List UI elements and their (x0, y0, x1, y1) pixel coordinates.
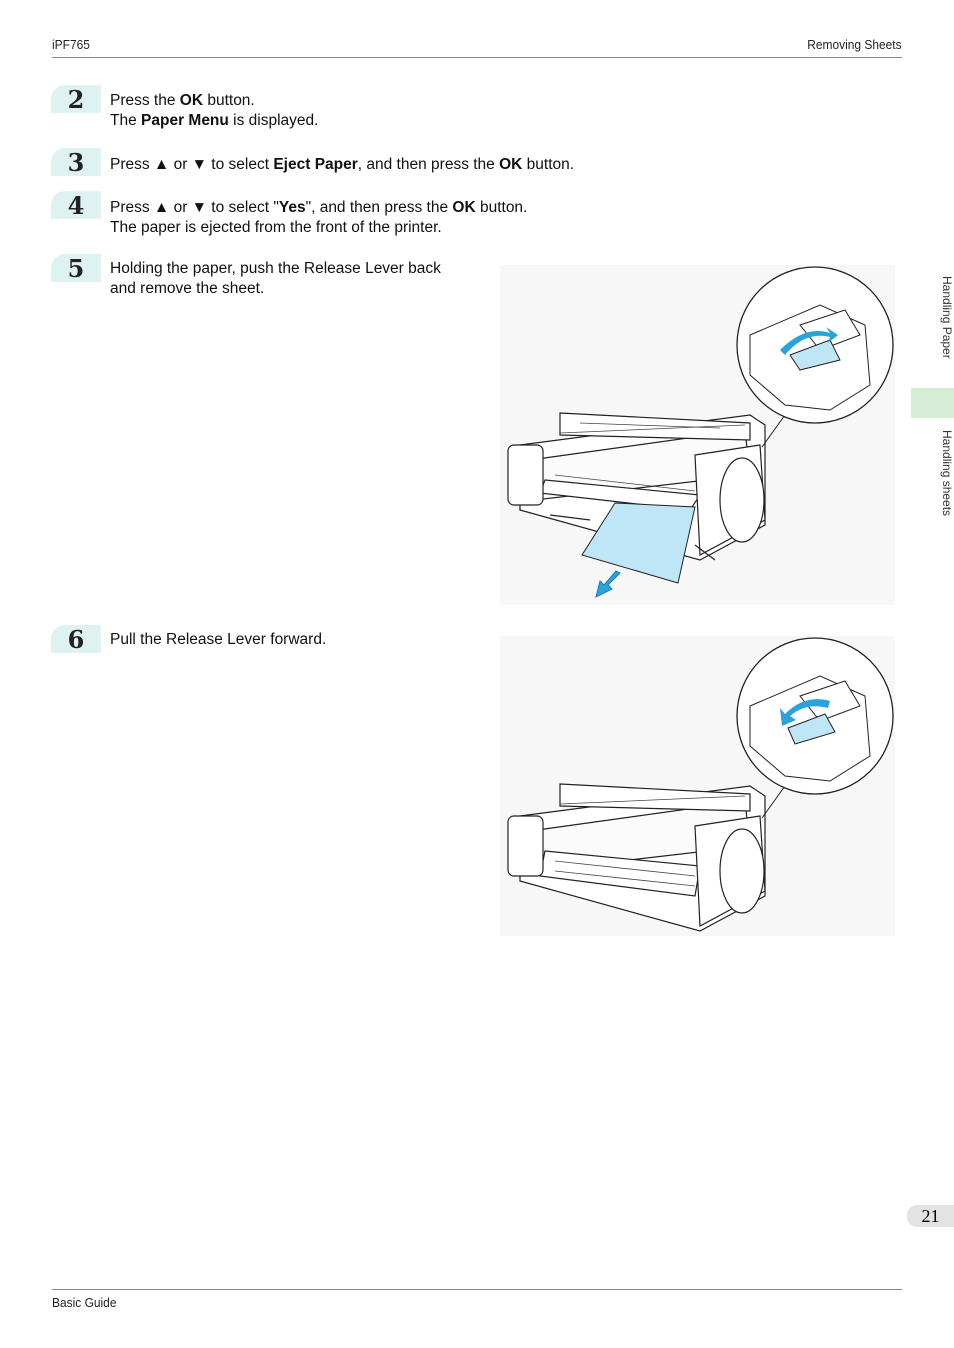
step-number-2: 2 (51, 85, 101, 114)
step-number-4: 4 (51, 191, 101, 220)
step-5-line-1: Holding the paper, push the Release Leve… (110, 260, 441, 277)
side-tab-handling-sheets[interactable]: Handling sheets (940, 430, 954, 517)
header-section: Removing Sheets (807, 37, 902, 52)
step-2-text: Press the OK button. The Paper Menu is d… (110, 91, 318, 131)
step-5-line-2: and remove the sheet. (110, 280, 265, 297)
step-4-text: Press ▲ or ▼ to select "Yes", and then p… (110, 198, 527, 238)
printer-eject-illustration (500, 265, 895, 605)
step-2-line-2: The Paper Menu is displayed. (110, 112, 319, 129)
step-2-line-1: Press the OK button. (110, 92, 255, 109)
step-3-text: Press ▲ or ▼ to select Eject Paper, and … (110, 155, 574, 175)
step-6-line-1: Pull the Release Lever forward. (110, 631, 327, 648)
step-number-3: 3 (51, 148, 101, 177)
footer-title: Basic Guide (52, 1295, 117, 1310)
header-product: iPF765 (52, 37, 90, 52)
step-number-6: 6 (51, 625, 101, 654)
footer-rule (52, 1289, 902, 1290)
step-3-line-1: Press ▲ or ▼ to select Eject Paper, and … (110, 156, 575, 173)
side-tab-handling-paper[interactable]: Handling Paper (940, 276, 954, 359)
page-number: 21 (907, 1205, 954, 1227)
release-lever-illustration (500, 636, 895, 936)
header-rule (52, 57, 902, 58)
side-tab-highlight (911, 388, 954, 418)
step-6-text: Pull the Release Lever forward. (110, 630, 326, 650)
step-4-line-1: Press ▲ or ▼ to select "Yes", and then p… (110, 199, 528, 216)
step-5-text: Holding the paper, push the Release Leve… (110, 259, 441, 299)
step-4-line-2: The paper is ejected from the front of t… (110, 219, 442, 236)
step-number-5: 5 (51, 254, 101, 283)
